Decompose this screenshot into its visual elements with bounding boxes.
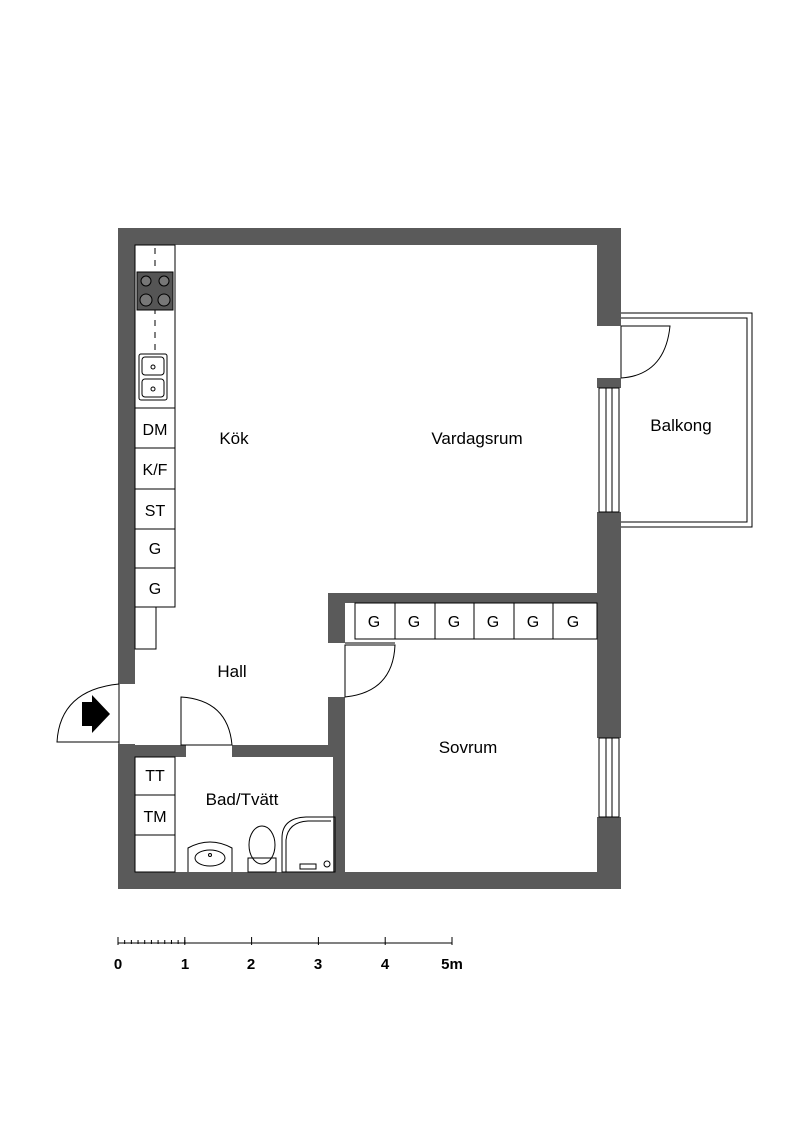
balcony-outline <box>621 312 753 528</box>
wall-top <box>118 228 621 245</box>
balcony <box>621 312 753 528</box>
toilet-bowl-icon <box>248 825 276 865</box>
doors <box>56 325 671 746</box>
sink-drain-icon <box>150 364 156 370</box>
bath-door-swing <box>180 696 233 746</box>
wardrobe-outline <box>354 602 598 640</box>
wall-right-2 <box>597 378 621 388</box>
room-label-living: Vardagsrum <box>431 429 522 448</box>
wall-left-upper <box>118 228 135 684</box>
kitchen-counter: DM K/F ST G G <box>134 244 176 650</box>
scale-label-4: 4 <box>381 956 390 973</box>
wardrobe-label: G <box>567 614 579 631</box>
wardrobe-label: G <box>487 614 499 631</box>
scale-label-2: 2 <box>247 956 255 973</box>
wall-bedroom-top <box>328 593 597 603</box>
sink-drain-icon <box>150 386 156 392</box>
bath-appliance-label-tt: TT <box>145 768 165 785</box>
windows <box>598 387 620 818</box>
scale-label-3: 3 <box>314 956 322 973</box>
scale-bar: 0 1 2 3 4 5m <box>114 937 463 973</box>
wardrobe-label: G <box>408 614 420 631</box>
sink-basin <box>141 356 165 376</box>
scale-ticks <box>117 937 453 945</box>
washbasin-icon <box>187 841 233 872</box>
appliance-label-g: G <box>149 581 161 598</box>
scale-label-0: 0 <box>114 956 122 973</box>
stove-burner-icon <box>157 293 171 307</box>
room-label-bedroom: Sovrum <box>439 738 498 757</box>
entrance-door-swing <box>56 683 120 743</box>
sink-basin <box>141 378 165 398</box>
wall-bath-top-right <box>232 745 345 757</box>
appliance-label-st: ST <box>145 503 166 520</box>
toilet-tank-icon <box>247 857 277 873</box>
stove-burner-icon <box>140 275 152 287</box>
wall-bath-left <box>178 745 186 757</box>
wardrobe-label: G <box>368 614 380 631</box>
balcony-door-swing <box>620 325 671 379</box>
sink <box>138 353 168 401</box>
appliance-label-dm: DM <box>143 422 168 439</box>
shower-icon <box>281 816 336 873</box>
stove-burner-icon <box>158 275 170 287</box>
end-cabinet <box>134 606 157 650</box>
bath-appliance-column <box>134 756 176 873</box>
wall-right-4 <box>597 817 621 889</box>
wall-bedroom-bath <box>333 745 345 872</box>
room-label-balcony: Balkong <box>650 416 711 435</box>
wall-left-lower <box>118 744 135 889</box>
walls <box>118 228 621 889</box>
stove-burner-icon <box>139 293 153 307</box>
wall-bedroom-left-upper <box>328 593 345 643</box>
room-label-hall: Hall <box>217 662 246 681</box>
room-label-kitchen: Kök <box>219 429 249 448</box>
wall-bottom <box>118 872 621 889</box>
scale-label-5m: 5m <box>441 956 463 973</box>
bedroom-wardrobes: G G G G G G <box>354 602 598 640</box>
scale-label-1: 1 <box>181 956 189 973</box>
wardrobe-label: G <box>448 614 460 631</box>
appliance-label-kf: K/F <box>143 462 168 479</box>
wall-bath-top-left <box>118 745 181 757</box>
room-label-bath: Bad/Tvätt <box>206 790 279 809</box>
bath-fixtures: TT TM <box>134 756 336 873</box>
bath-appliance-label-tm: TM <box>143 809 166 826</box>
wall-right-1 <box>597 228 621 326</box>
window-living <box>598 387 620 513</box>
wardrobe-label: G <box>527 614 539 631</box>
window-bedroom <box>598 737 620 818</box>
appliance-label-g: G <box>149 541 161 558</box>
wall-bedroom-left-lower <box>328 697 345 747</box>
wall-right-3 <box>597 512 621 738</box>
bedroom-door-swing <box>344 644 396 698</box>
entrance-arrow-icon <box>82 695 110 733</box>
